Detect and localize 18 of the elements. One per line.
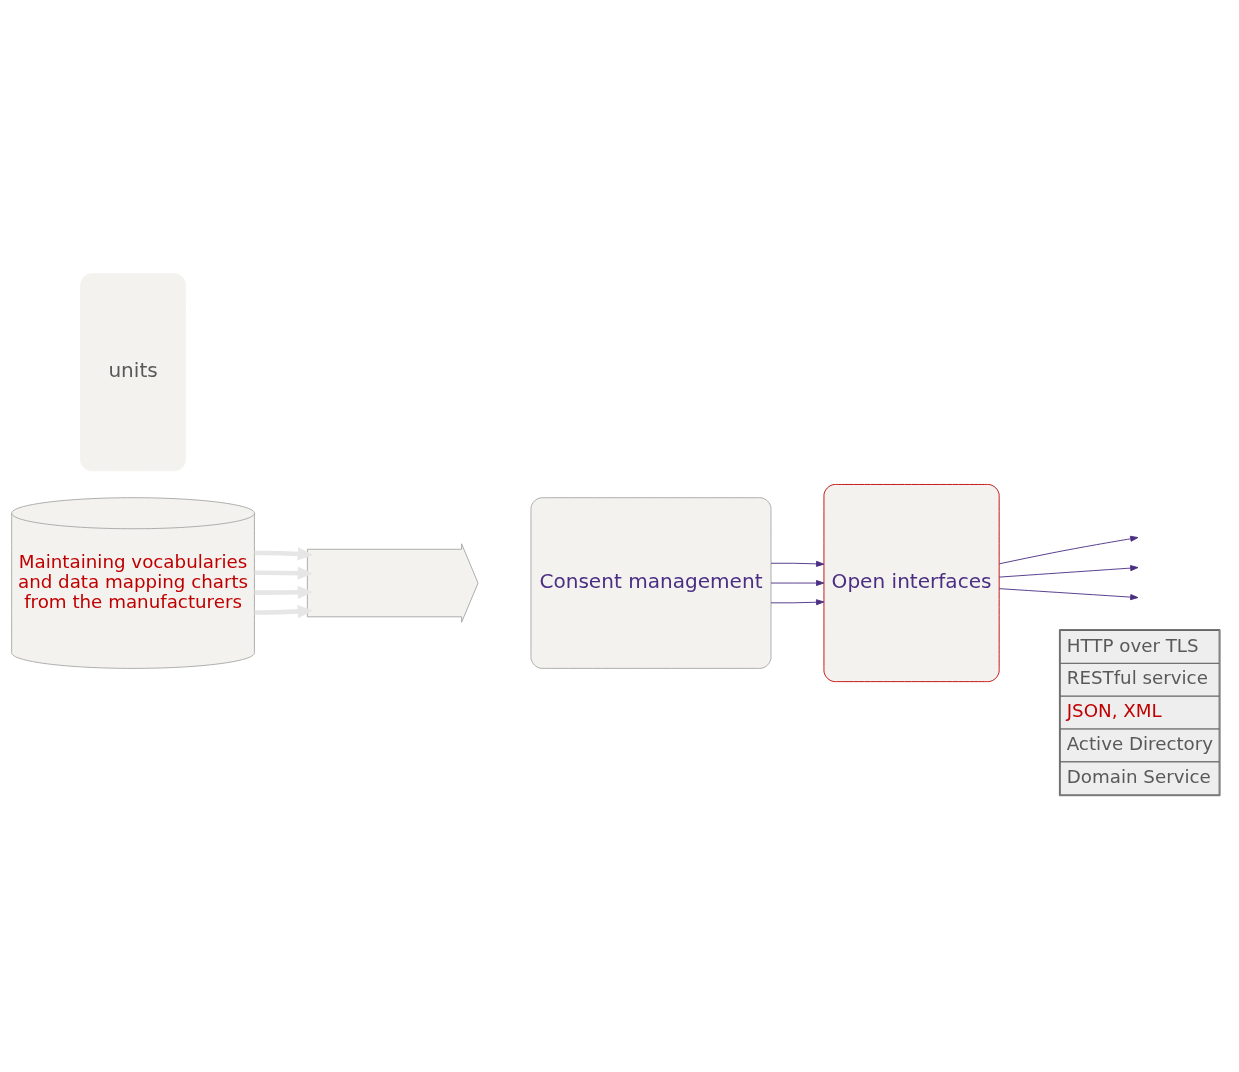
arrow <box>770 579 825 586</box>
arrow <box>254 546 313 561</box>
arrow <box>998 587 1139 600</box>
label: JSON, XML <box>1066 699 1162 721</box>
label: Active Directory <box>1066 732 1214 754</box>
arrow <box>770 598 825 605</box>
arrow <box>999 535 1139 564</box>
arrow <box>254 585 313 599</box>
node-box: Consent management <box>530 496 772 669</box>
node-box: Open interfaces <box>823 483 1000 682</box>
arrow <box>770 560 825 567</box>
arrow <box>254 565 313 580</box>
label: HTTP over TLS <box>1066 634 1199 655</box>
label: RESTful service <box>1066 666 1208 688</box>
arrow <box>254 604 313 618</box>
node-arrow <box>306 542 479 623</box>
label: Domain Service <box>1066 765 1211 787</box>
arrow <box>998 564 1139 578</box>
